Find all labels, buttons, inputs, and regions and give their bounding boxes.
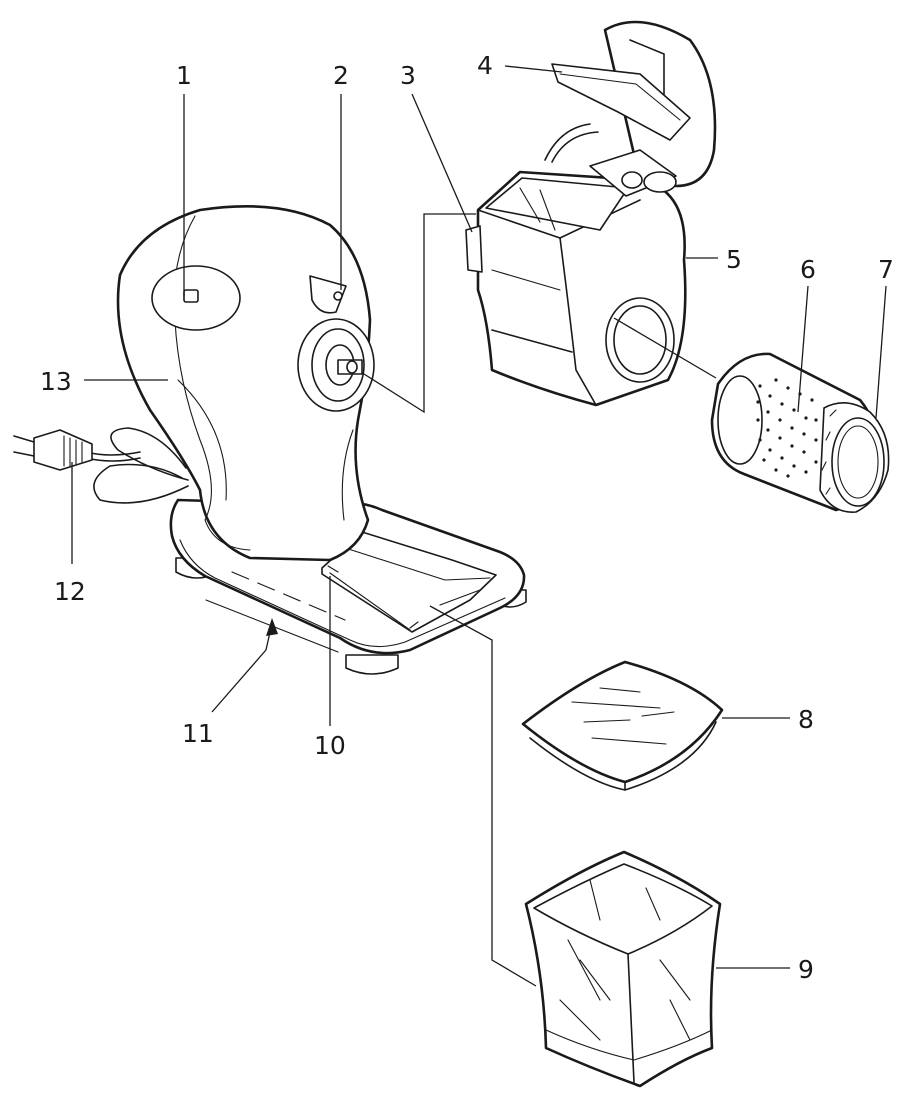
container-lid bbox=[521, 660, 724, 791]
callout-3: 3 bbox=[400, 61, 416, 90]
switch-knob bbox=[183, 289, 199, 303]
collecting-container bbox=[524, 850, 722, 1088]
axis-drum-to-housing bbox=[613, 317, 717, 379]
callout-1: 1 bbox=[176, 61, 192, 90]
container-slot bbox=[321, 531, 497, 633]
leader-3 bbox=[411, 93, 473, 233]
grating-drum bbox=[710, 352, 890, 513]
callout-9: 9 bbox=[798, 955, 814, 984]
grating-housing bbox=[465, 170, 687, 407]
callout-7: 7 bbox=[878, 255, 894, 284]
callout-4: 4 bbox=[477, 51, 493, 80]
leader-6 bbox=[797, 285, 809, 413]
drive-coupling bbox=[297, 318, 375, 412]
callout-8: 8 bbox=[798, 705, 814, 734]
callout-labels: 1 2 3 4 5 6 7 8 9 10 11 12 13 bbox=[40, 51, 894, 984]
leader-11 bbox=[211, 649, 267, 713]
grater-holes bbox=[756, 378, 818, 478]
callout-10: 10 bbox=[314, 731, 346, 760]
plug-icon bbox=[13, 429, 93, 471]
callout-2: 2 bbox=[333, 61, 349, 90]
release-button bbox=[309, 275, 347, 314]
axis-coupling-to-housing bbox=[363, 213, 476, 414]
leader-7 bbox=[875, 285, 887, 419]
callout-11: 11 bbox=[182, 719, 214, 748]
callout-5: 5 bbox=[726, 245, 742, 274]
pusher-lid bbox=[544, 20, 717, 197]
callout-6: 6 bbox=[800, 255, 816, 284]
callout-13: 13 bbox=[40, 367, 72, 396]
leader-11-arrow bbox=[266, 618, 278, 636]
axis-container-to-base bbox=[429, 605, 537, 987]
lid-top bbox=[521, 660, 724, 784]
leader-4 bbox=[504, 65, 563, 73]
leader-lines bbox=[71, 65, 887, 987]
power-cord bbox=[13, 427, 189, 504]
callout-12: 12 bbox=[54, 577, 86, 606]
suction-foot-front bbox=[345, 654, 399, 675]
container-body bbox=[524, 850, 722, 1088]
motor-housing bbox=[116, 205, 375, 562]
